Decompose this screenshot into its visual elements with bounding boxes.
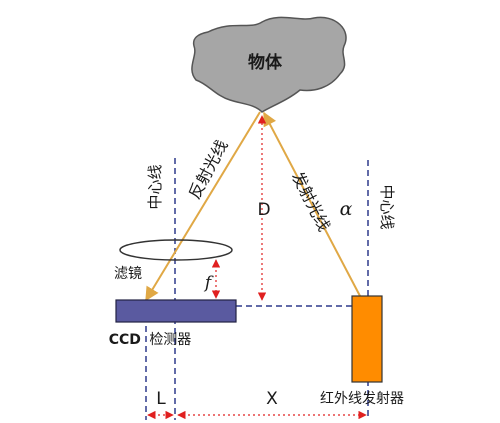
emitted-ray: [263, 111, 361, 297]
object-shape: [191, 16, 347, 113]
detector-label-rest: 检测器: [149, 332, 191, 348]
angle-label: α: [340, 198, 353, 220]
filter-lens: [119, 239, 233, 261]
object-label: 物体: [248, 52, 283, 73]
detector-label-ccd: CCD: [109, 332, 141, 348]
emitter-label: 红外线发射器: [320, 391, 404, 407]
focal-label: f: [203, 273, 214, 293]
left-centerline-label: 中心线: [146, 164, 164, 209]
filter-label: 滤镜: [114, 266, 142, 282]
baseline-label: X: [266, 389, 278, 409]
ccd-detector: [115, 299, 237, 323]
distance-label: D: [257, 200, 270, 220]
ir-emitter: [351, 295, 383, 383]
emitted-ray-label: 发射光线: [288, 169, 334, 235]
offset-label: L: [156, 389, 166, 409]
right-centerline-label: 中心线: [378, 184, 396, 229]
reflected-ray: [145, 111, 261, 302]
detector-label: CCD 检测器: [109, 332, 192, 348]
